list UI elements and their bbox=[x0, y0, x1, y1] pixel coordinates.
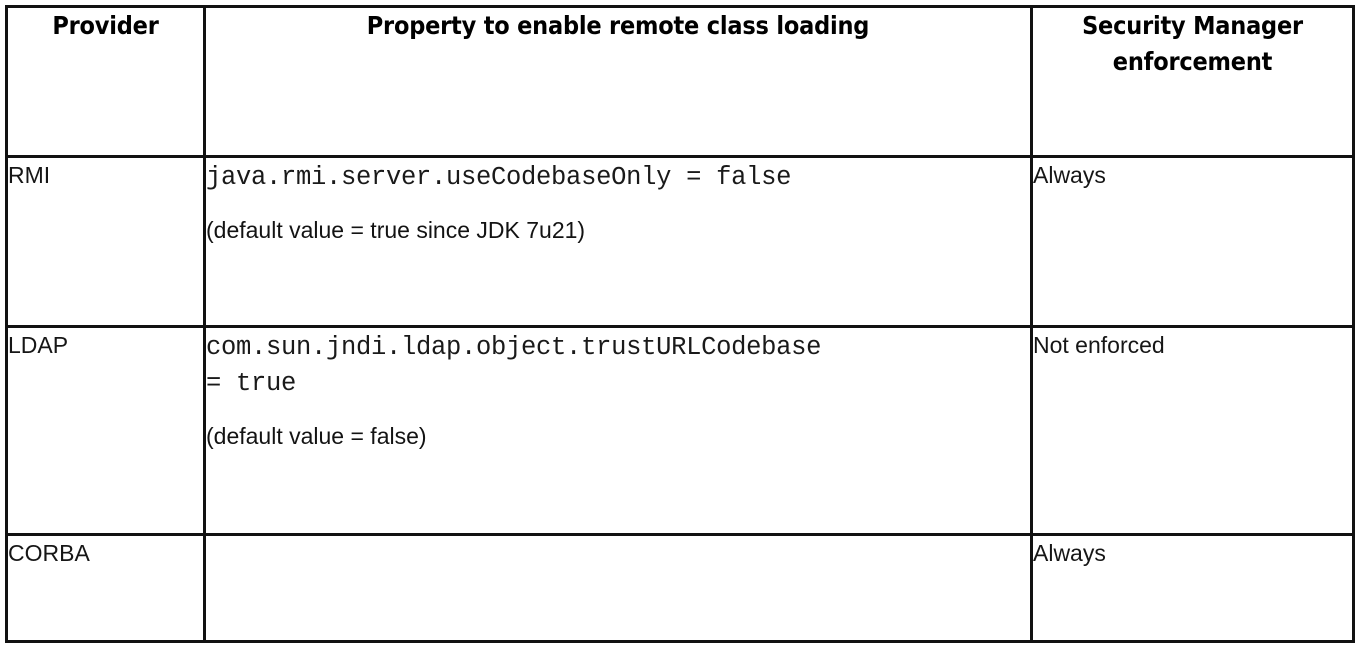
table-body: RMI java.rmi.server.useCodebaseOnly = fa… bbox=[5, 155, 1355, 643]
property-default-note: (default value = false) bbox=[206, 423, 427, 450]
table-row: RMI java.rmi.server.useCodebaseOnly = fa… bbox=[5, 155, 1355, 328]
column-header-property: Property to enable remote class loading bbox=[203, 5, 1033, 158]
enforcement-label: Not enforced bbox=[1033, 332, 1165, 358]
enforcement-label: Always bbox=[1033, 162, 1106, 188]
table-header: Provider Property to enable remote class… bbox=[5, 5, 1355, 158]
provider-label: LDAP bbox=[8, 332, 69, 358]
cell-property-ldap: com.sun.jndi.ldap.object.trustURLCodebas… bbox=[203, 325, 1033, 536]
table-row: CORBA Always bbox=[5, 533, 1355, 643]
column-header-provider-label: Provider bbox=[52, 11, 159, 40]
cell-enforcement-rmi: Always bbox=[1030, 155, 1355, 328]
property-code-line-continuation: = true bbox=[206, 369, 297, 399]
provider-class-loading-table: Provider Property to enable remote class… bbox=[5, 5, 1355, 643]
cell-provider-rmi: RMI bbox=[5, 155, 206, 328]
column-header-enforcement-label-line1: Security Manager bbox=[1082, 11, 1303, 40]
column-header-property-label: Property to enable remote class loading bbox=[366, 11, 870, 40]
column-header-provider: Provider bbox=[5, 5, 206, 158]
provider-label: CORBA bbox=[8, 540, 90, 566]
property-code-line: com.sun.jndi.ldap.object.trustURLCodebas… bbox=[206, 333, 822, 362]
cell-provider-corba: CORBA bbox=[5, 533, 206, 643]
property-code-line bbox=[206, 536, 1030, 537]
property-code-line: java.rmi.server.useCodebaseOnly = false bbox=[206, 163, 792, 192]
table-header-row: Provider Property to enable remote class… bbox=[5, 5, 1355, 158]
cell-property-rmi: java.rmi.server.useCodebaseOnly = false … bbox=[203, 155, 1033, 328]
enforcement-label: Always bbox=[1033, 540, 1106, 566]
cell-enforcement-corba: Always bbox=[1030, 533, 1355, 643]
provider-label: RMI bbox=[8, 162, 51, 188]
cell-provider-ldap: LDAP bbox=[5, 325, 206, 536]
cell-property-corba bbox=[203, 533, 1033, 643]
column-header-enforcement-label-line2: enforcement bbox=[1112, 46, 1273, 76]
cell-enforcement-ldap: Not enforced bbox=[1030, 325, 1355, 536]
property-default-note: (default value = true since JDK 7u21) bbox=[206, 217, 586, 244]
table-row: LDAP com.sun.jndi.ldap.object.trustURLCo… bbox=[5, 325, 1355, 536]
provider-class-loading-table-container: Provider Property to enable remote class… bbox=[5, 5, 1355, 643]
column-header-enforcement: Security Manager enforcement bbox=[1030, 5, 1355, 158]
